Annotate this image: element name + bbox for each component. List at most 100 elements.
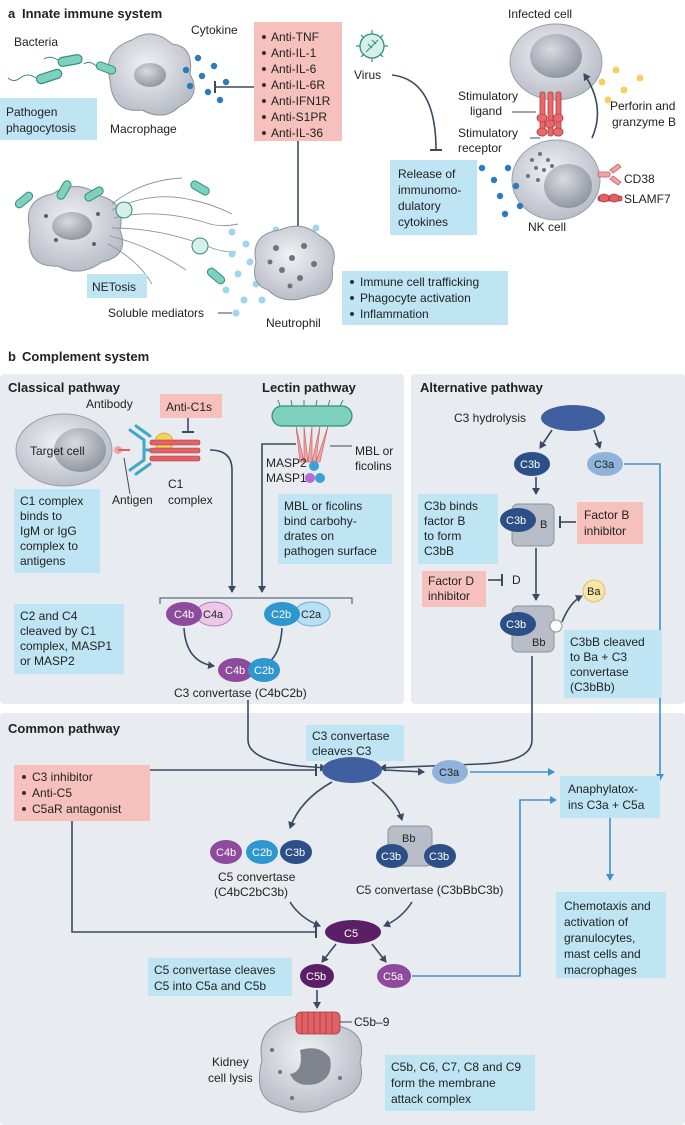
c1-note-line: antigens [20,554,65,568]
target-cell-icon [15,413,113,487]
lectin-pathogen-icon [271,399,353,483]
factor-d-inhibitor-box [422,571,486,607]
mac-note-line: form the membrane [391,1076,496,1090]
cleave-note-line: or MASP2 [20,654,75,668]
c5-cleaves-box [148,958,292,996]
c3-center-ellipse [322,757,382,783]
c1-complex-line-2: complex [168,493,213,507]
c3-ellipse [541,405,605,431]
chemotaxis-line: granulocytes, [564,931,635,945]
perforin-line-1: Perforin and [610,99,675,113]
c4b-label: C4b [225,665,245,677]
c2b-label: C2b [254,665,274,677]
effect-item: Inflammation [360,307,429,321]
c3b-label: C3b [429,851,449,863]
c5conv1-line-2: (C4bC2bC3b) [214,885,288,899]
c5b-node [300,964,334,988]
c1-note-line: IgM or IgG [20,524,77,538]
c4b-label: C4b [216,847,236,859]
perforin-dots [598,66,644,104]
pathogen-line-2: phagocytosis [6,121,76,135]
drug-list-box [254,22,342,141]
drug-item: Anti-IL-6R [271,78,325,92]
c2b-c2a-pair: C2b C2a [264,601,331,627]
antibody-c1-complex-icon [114,424,201,476]
binds-note-line: C3bB [424,544,454,558]
bacteria-icon [7,54,83,85]
factor-b-inh-line-2: inhibitor [584,524,626,538]
cleaved-note-line: C3bB cleaved [570,635,645,649]
neutrophil-label: Neutrophil [266,316,321,330]
mbl-line-2: ficolins [355,459,392,473]
c2a-label: C2a [301,609,322,621]
c5-node [325,920,381,944]
ba-node [582,579,606,603]
cleave-note-line: C2 and C4 [20,609,78,623]
d-label: D [512,573,521,587]
nk-cell-label: NK cell [528,220,566,234]
cd38-receptor [597,163,622,186]
chemotaxis-line: mast cells and [564,947,641,961]
classical-title: Classical pathway [8,380,121,395]
panel-a-letter: a [8,6,16,21]
antibody-label: Antibody [86,397,133,411]
release-line-2: immunomo- [398,183,461,197]
stim-receptor-line-2: receptor [458,141,502,155]
panel-b: b Complement system Classical pathway An… [0,349,685,1125]
c5-cleaves-line-2: C5 into C5a and C5b [154,979,266,993]
chemotaxis-line: macrophages [564,963,637,977]
lectin-note-line: pathogen surface [284,544,377,558]
drug-list: Anti-TNF Anti-IL-1 Anti-IL-6 Anti-IL-6R … [262,30,331,140]
c4b-label: C4b [174,609,194,621]
anaphyl-line-2: ins C3a + C5a [568,798,645,812]
factor-b-inhibitor-box [577,502,643,544]
chemotaxis-line: activation of [564,915,629,929]
common-panel [0,713,685,1125]
c3b-label: C3b [381,851,401,863]
bacteria-label: Bacteria [14,35,58,49]
slamf7-receptor [597,193,623,203]
conv-cleaves-line-2: cleaves C3 [312,744,372,758]
c3b-label: C3b [285,847,305,859]
drug-item: Anti-IL-36 [271,126,323,140]
macrophage-icon [83,33,195,116]
antigen-label: Antigen [112,493,153,507]
release-note-box [390,160,477,235]
panel-b-letter: b [8,349,16,364]
kidney-cell-mac-icon [258,1011,363,1113]
c3a-common-node [432,760,468,784]
release-line-3: dulatory [398,199,441,213]
drug-item: Anti-TNF [271,30,319,44]
cleaved-note-line: to Ba + C3 [570,650,627,664]
stim-ligand-line-1: Stimulatory [458,89,518,103]
cleave-note-box [14,604,124,674]
c3a-node [587,452,623,476]
cleaved-note-line: (C3bBb) [570,680,615,694]
c5b9-label: C5b–9 [354,1015,390,1029]
c2b-label: C2b [271,609,291,621]
c5-label: C5 [344,928,358,940]
c1-note-line: binds to [20,509,62,523]
cleaved-note-box [564,630,662,698]
c1-note-line: complex to [20,539,78,553]
c3-convertase-label: C3 convertase (C4bC2b) [174,686,307,700]
c5-convertase-2: Bb C3b C3b [376,825,456,868]
panel-a: a Innate immune system Bacteria Pathogen… [0,6,676,330]
inhibitor-item: Anti-C5 [32,786,72,800]
infected-cell-icon [509,23,603,101]
netosis-box [87,274,147,298]
common-title: Common pathway [8,721,121,736]
c3a-label: C3a [594,459,615,471]
slamf7-label: SLAMF7 [624,192,671,206]
c3b-node [514,452,550,476]
chemotaxis-box [556,892,666,978]
cytokine-label: Cytokine [191,23,238,37]
panel-b-title: Complement system [22,349,149,364]
bb-label: Bb [402,833,415,845]
conv-cleaves-box [306,725,404,761]
c5b-label: C5b [306,971,326,983]
stimulatory-ligand-receptor [536,91,564,137]
anti-c1s-box [160,394,222,418]
factor-d-inh-line-2: inhibitor [428,589,470,603]
